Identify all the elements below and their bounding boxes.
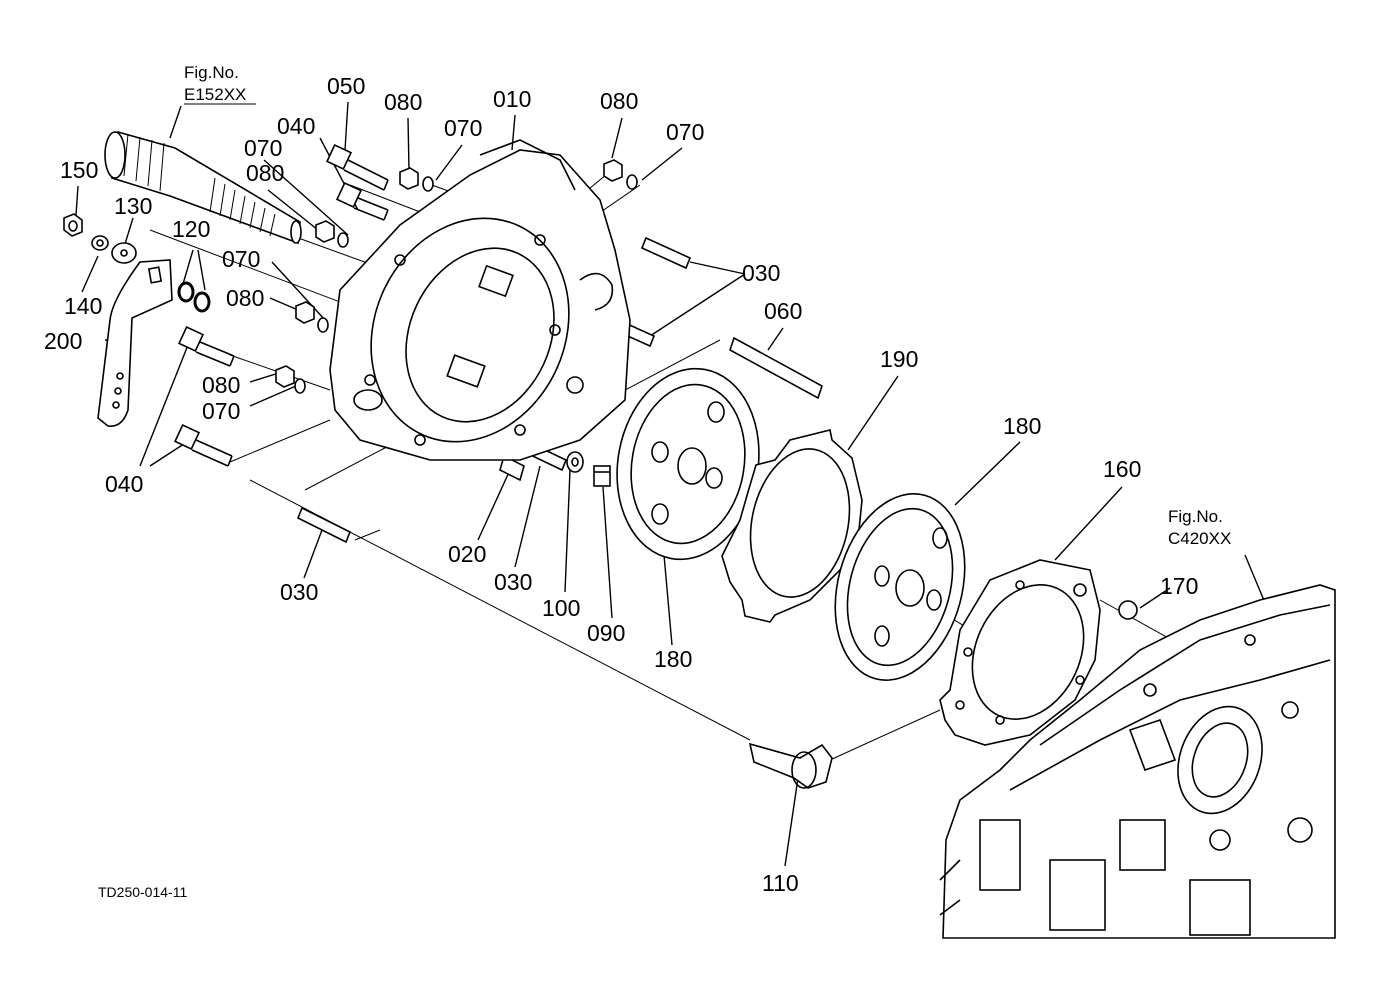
stud-060 <box>729 336 823 400</box>
washer-070-right <box>626 174 638 190</box>
callout-070-top: 070 <box>244 135 282 161</box>
callout-040-top: 040 <box>277 113 315 139</box>
washer-100 <box>566 451 584 473</box>
lever-200 <box>97 259 173 427</box>
callout-080-e: 080 <box>202 372 240 398</box>
washer-070-top <box>422 176 434 192</box>
fig-ref-c420-line2: C420XX <box>1168 529 1231 548</box>
stud-030-top <box>640 236 692 270</box>
callout-200: 200 <box>44 328 82 354</box>
nut-080-left <box>275 365 306 394</box>
bolt-040-b <box>173 423 233 467</box>
nut-080-lower <box>295 301 329 333</box>
callout-030-c: 030 <box>494 569 532 595</box>
callout-070-c: 070 <box>666 119 704 145</box>
callout-080-b: 080 <box>384 89 422 115</box>
callout-080-c: 080 <box>600 88 638 114</box>
callout-150: 150 <box>60 157 98 183</box>
callout-180-a: 180 <box>1003 413 1041 439</box>
cover-housing-010 <box>329 139 631 461</box>
callout-070-e: 070 <box>202 398 240 424</box>
nut-080-right <box>603 159 623 182</box>
callout-030-b: 030 <box>280 579 318 605</box>
callout-170: 170 <box>1160 573 1198 599</box>
washer-130 <box>111 242 137 264</box>
fig-ref-e152-line1: Fig.No. <box>184 63 239 82</box>
separator-plate-190 <box>721 429 863 623</box>
shaft-110 <box>748 742 833 789</box>
fig-ref-c420-line1: Fig.No. <box>1168 507 1223 526</box>
bolt-050 <box>325 143 389 191</box>
callout-160: 160 <box>1103 456 1141 482</box>
drawing-code: TD250-014-11 <box>98 884 187 900</box>
callout-140: 140 <box>64 293 102 319</box>
callout-070-b: 070 <box>444 115 482 141</box>
stud-030-bottom <box>296 506 352 544</box>
callout-070-d: 070 <box>222 246 260 272</box>
callout-020: 020 <box>448 541 486 567</box>
callout-labels: 150 130 120 140 200 040 070 080 050 080 … <box>44 63 1231 900</box>
friction-disc-180-b <box>834 493 966 681</box>
washer-140 <box>91 235 109 251</box>
bolt-040-top <box>335 181 389 221</box>
callout-050: 050 <box>327 73 365 99</box>
callout-100: 100 <box>542 595 580 621</box>
callout-030-a: 030 <box>742 260 780 286</box>
gasket-160 <box>939 559 1101 746</box>
callout-080-d: 080 <box>226 285 264 311</box>
callout-120: 120 <box>172 216 210 242</box>
plug-090 <box>593 465 611 487</box>
nut-150 <box>63 213 83 237</box>
callout-090: 090 <box>587 620 625 646</box>
transmission-case <box>939 584 1336 939</box>
friction-disc-180-a <box>616 367 760 561</box>
nut-080-mid <box>315 220 349 248</box>
fig-ref-e152-line2: E152XX <box>184 85 246 104</box>
callout-110: 110 <box>762 870 799 896</box>
callout-060: 060 <box>764 298 802 324</box>
callout-130: 130 <box>114 193 152 219</box>
nut-080-top <box>399 167 419 190</box>
callout-040-b: 040 <box>105 471 143 497</box>
orings-120 <box>177 281 211 313</box>
bolt-040-a <box>177 325 235 367</box>
callout-190: 190 <box>880 346 918 372</box>
callout-180-b: 180 <box>654 646 692 672</box>
splined-shaft <box>104 130 302 245</box>
ball-170 <box>1118 600 1138 620</box>
callout-010: 010 <box>493 86 531 112</box>
callout-080-top: 080 <box>246 160 284 186</box>
pin-020 <box>499 454 525 482</box>
